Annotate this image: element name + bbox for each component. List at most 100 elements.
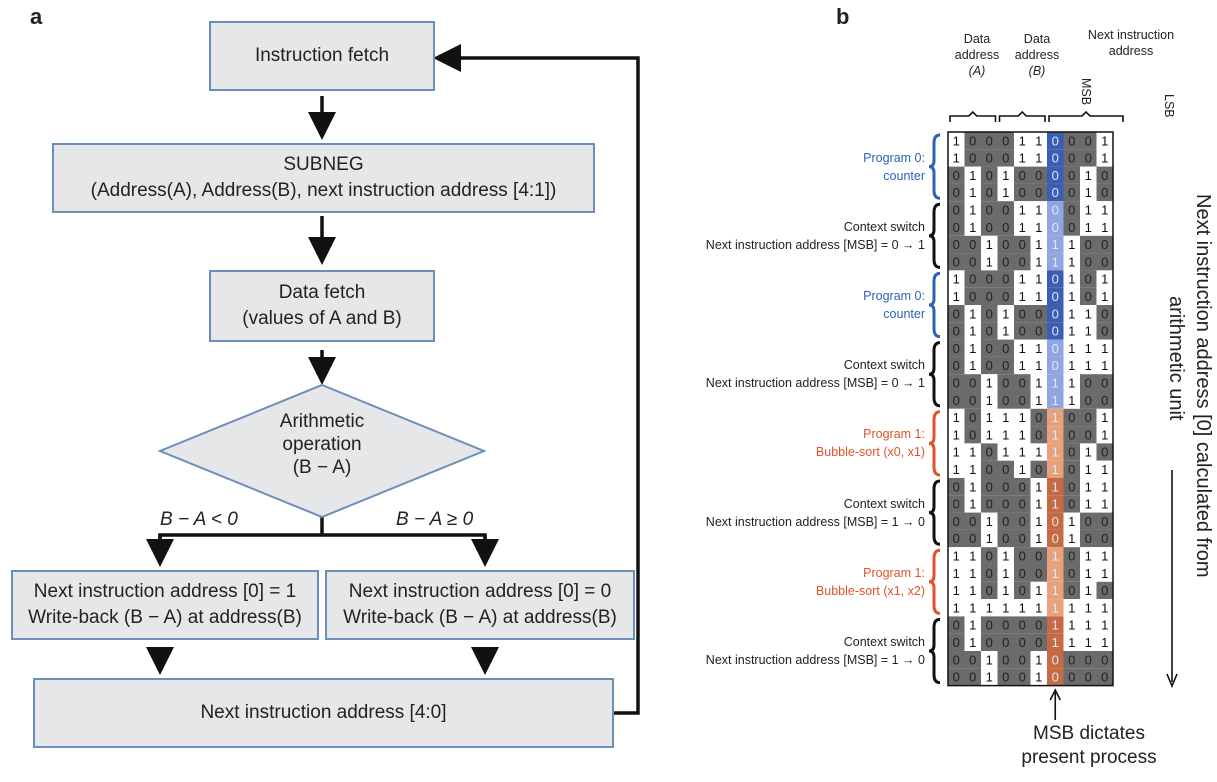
grid-cell bbox=[1096, 149, 1113, 167]
grid-cell bbox=[1080, 633, 1097, 651]
grid-bit: 0 bbox=[1035, 410, 1042, 425]
grid-cell bbox=[1096, 599, 1113, 617]
grid-cell bbox=[997, 547, 1014, 565]
grid-bit: 0 bbox=[1002, 635, 1009, 650]
grid-bit: 1 bbox=[953, 566, 960, 581]
grid-bit: 1 bbox=[969, 600, 976, 615]
grid-cell bbox=[948, 460, 965, 478]
grid-cell bbox=[1047, 512, 1064, 530]
grid-cell bbox=[1096, 633, 1113, 651]
grid-bit: 1 bbox=[1019, 445, 1026, 460]
grid-bit: 1 bbox=[1019, 600, 1026, 615]
group-brace bbox=[928, 548, 941, 615]
grid-bit: 1 bbox=[1035, 531, 1042, 546]
grid-cell bbox=[1080, 529, 1097, 548]
grid-bit: 0 bbox=[1052, 185, 1059, 200]
next-address-box: Next instruction address [4:0] bbox=[33, 678, 614, 748]
header-next-l1: Next instruction bbox=[1087, 28, 1175, 42]
grid-cell bbox=[1030, 322, 1047, 340]
grid-cell bbox=[1014, 581, 1031, 600]
group-label-line2: Next instruction address [MSB] = 0 → 1 bbox=[705, 237, 925, 252]
grid-bit: 0 bbox=[986, 566, 993, 581]
grid-bit: 1 bbox=[1052, 462, 1059, 477]
grid-cell bbox=[948, 478, 965, 496]
group-label-line1: Program 1: bbox=[863, 427, 925, 442]
grid-cell bbox=[1080, 668, 1097, 686]
msb-note: MSB dictates present process bbox=[1004, 722, 1174, 770]
grid-cell bbox=[964, 322, 981, 340]
grid-bit: 0 bbox=[986, 289, 993, 304]
grid-cell bbox=[1030, 460, 1047, 478]
grid-cell bbox=[1096, 460, 1113, 478]
grid-cell bbox=[948, 529, 965, 548]
grid-bit: 1 bbox=[986, 254, 993, 269]
grid-cell bbox=[1063, 201, 1080, 219]
grid-bit: 0 bbox=[1035, 168, 1042, 183]
grid-bit: 1 bbox=[1052, 635, 1059, 650]
grid-cell bbox=[1096, 132, 1113, 150]
grid-bit: 0 bbox=[1068, 479, 1075, 494]
grid-cell bbox=[1030, 305, 1047, 323]
grid-bit: 1 bbox=[1068, 306, 1075, 321]
grid-bit: 1 bbox=[1035, 445, 1042, 460]
grid-cell bbox=[1080, 183, 1097, 202]
grid-cell bbox=[997, 564, 1014, 582]
grid-bit: 0 bbox=[1002, 220, 1009, 235]
grid-bit: 0 bbox=[1035, 324, 1042, 339]
grid-cell bbox=[1096, 287, 1113, 305]
grid-bit: 1 bbox=[1052, 583, 1059, 598]
grid-bit: 0 bbox=[953, 341, 960, 356]
grid-cell bbox=[964, 426, 981, 444]
grid-cell bbox=[1080, 305, 1097, 323]
grid-bit: 0 bbox=[969, 393, 976, 408]
grid-bit: 0 bbox=[953, 376, 960, 391]
grid-cell bbox=[1063, 339, 1080, 357]
grid-cell bbox=[1014, 616, 1031, 634]
grid-bit: 0 bbox=[1019, 479, 1026, 494]
grid-cell bbox=[981, 391, 998, 409]
grid-cell bbox=[1047, 599, 1064, 617]
grid-cell bbox=[948, 166, 965, 184]
grid-cell bbox=[964, 305, 981, 323]
branch-negative-box: Next instruction address [0] = 1 Write-b… bbox=[11, 570, 319, 640]
grid-cell bbox=[981, 581, 998, 600]
grid-bit: 1 bbox=[986, 514, 993, 529]
grid-cell bbox=[997, 460, 1014, 478]
grid-cell bbox=[1014, 564, 1031, 582]
grid-cell bbox=[1063, 374, 1080, 392]
grid-cell bbox=[981, 599, 998, 617]
grid-cell bbox=[1030, 478, 1047, 496]
header-data-address-a: Data address (A) bbox=[942, 31, 1012, 79]
grid-cell bbox=[964, 581, 981, 600]
grid-bit: 0 bbox=[1101, 445, 1108, 460]
grid-cell bbox=[948, 287, 965, 305]
grid-bit: 1 bbox=[953, 410, 960, 425]
grid-bit: 0 bbox=[1068, 549, 1075, 564]
grid-bit: 0 bbox=[1019, 376, 1026, 391]
grid-cell bbox=[948, 633, 965, 651]
grid-bit: 1 bbox=[1052, 497, 1059, 512]
grid-cell bbox=[1047, 581, 1064, 600]
grid-bit: 1 bbox=[1085, 358, 1092, 373]
grid-bit: 0 bbox=[1068, 445, 1075, 460]
grid-cell bbox=[981, 183, 998, 202]
grid-cell bbox=[1030, 443, 1047, 461]
grid-bit: 0 bbox=[986, 635, 993, 650]
grid-bit: 1 bbox=[1085, 168, 1092, 183]
grid-bit: 0 bbox=[1035, 185, 1042, 200]
grid-bit: 1 bbox=[1101, 479, 1108, 494]
panel-b-letter: b bbox=[836, 4, 850, 29]
group-label-line1: Context switch bbox=[843, 635, 925, 649]
grid-cell bbox=[1063, 512, 1080, 530]
grid-cell bbox=[1047, 408, 1064, 427]
grid-cell bbox=[948, 218, 965, 236]
grid-cell bbox=[964, 339, 981, 357]
grid-bit: 0 bbox=[1019, 306, 1026, 321]
grid-bit: 1 bbox=[1085, 203, 1092, 218]
grid-bit: 0 bbox=[1002, 237, 1009, 252]
grid-bit: 1 bbox=[1052, 237, 1059, 252]
grid-cell bbox=[981, 235, 998, 254]
grid-cell bbox=[997, 426, 1014, 444]
msb-note-line2: present process bbox=[1021, 747, 1157, 768]
grid-bit: 1 bbox=[969, 203, 976, 218]
